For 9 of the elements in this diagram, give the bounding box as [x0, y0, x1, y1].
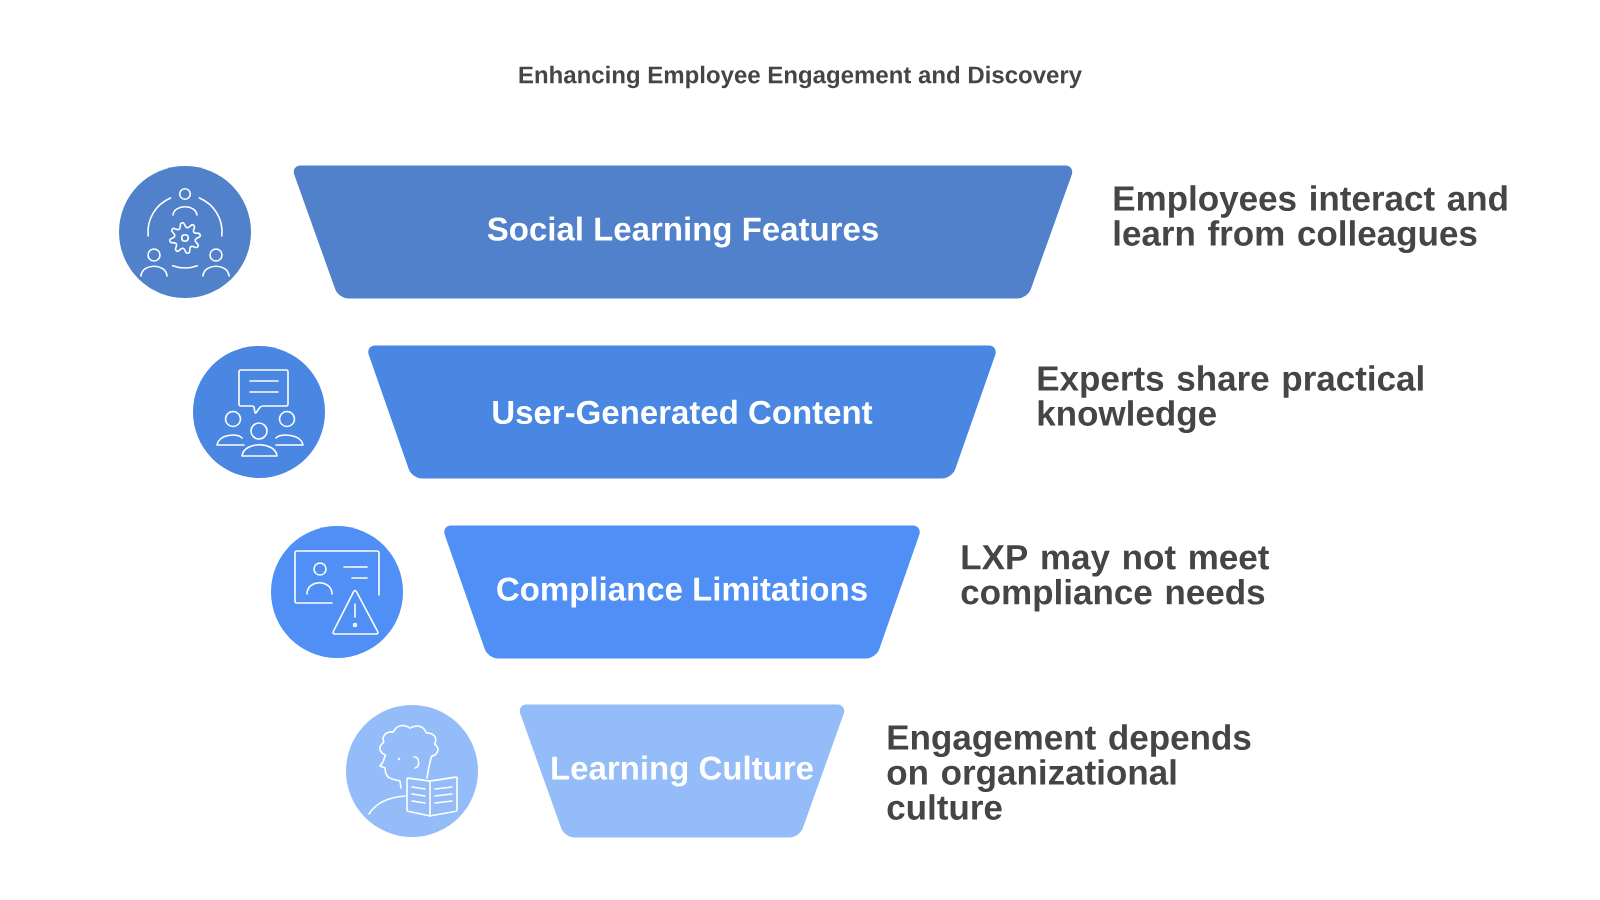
description-text: Experts share practical knowledge [1038, 365, 1423, 433]
funnel-band: User-Generated Content [368, 345, 996, 479]
description-text: Engagement depends on organizational culture [887, 724, 1251, 820]
funnel-band: Compliance Limitations [444, 525, 920, 659]
funnel-band: Learning Culture [519, 704, 845, 838]
title: Enhancing Employee Engagement and Discovery [519, 65, 1082, 89]
description-text: Employees interact and learn from colleagues [1114, 185, 1507, 253]
funnel-band: Social Learning Features [293, 165, 1073, 299]
description-text: LXP may not meet compliance needs [961, 545, 1269, 612]
